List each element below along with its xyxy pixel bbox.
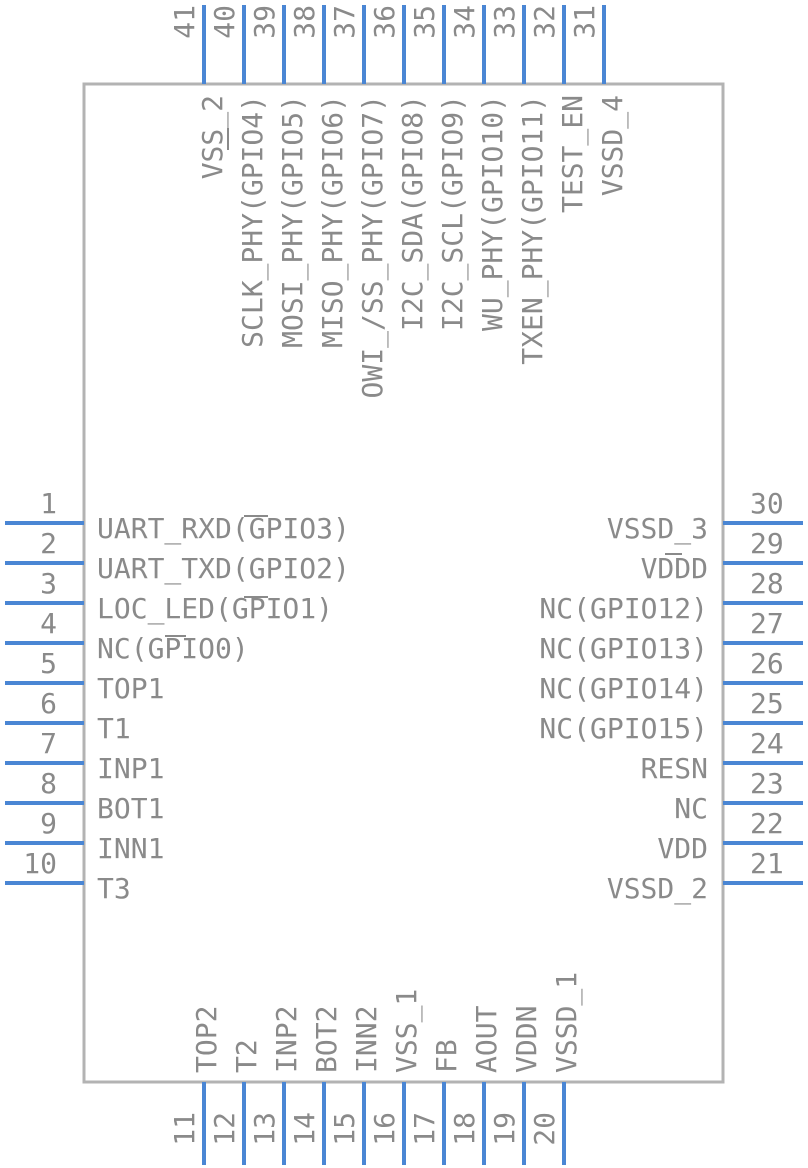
pin-label-13: INP2 [270, 1006, 303, 1073]
pin-number-14: 14 [288, 1112, 321, 1146]
pin-number-24: 24 [750, 727, 784, 760]
pin-label-37: MISO_PHY(GPIO6) [316, 95, 350, 348]
pin-label-20: VSSD_1 [550, 972, 584, 1073]
pin-label-16: VSS_1 [390, 989, 424, 1073]
pin-label-1: UART_RXD(GPIO3) [97, 512, 350, 546]
pin-number-21: 21 [750, 847, 784, 880]
pin-number-32: 32 [528, 5, 561, 39]
pin-number-22: 22 [750, 807, 784, 840]
pin-number-5: 5 [40, 647, 57, 680]
pin-label-26: NC(GPIO14) [539, 672, 708, 705]
pin-number-34: 34 [448, 5, 481, 39]
pin-label-18: AOUT [470, 1005, 503, 1073]
pin-number-8: 8 [40, 767, 57, 800]
pin-label-8: BOT1 [97, 792, 164, 825]
pin-number-36: 36 [368, 5, 401, 39]
pin-number-29: 29 [750, 527, 784, 560]
pin-number-41: 41 [168, 5, 201, 39]
pin-number-26: 26 [750, 647, 784, 680]
pin-label-39: SCLK_PHY(GPIO4) [236, 95, 270, 348]
pin-number-18: 18 [448, 1112, 481, 1146]
pin-label-15: INN2 [350, 1006, 383, 1073]
pin-number-16: 16 [368, 1112, 401, 1146]
pin-label-4: NC(GPIO0) [97, 632, 249, 665]
pin-label-14: BOT2 [310, 1006, 343, 1073]
pin-label-36: OWI_/SS_PHY(GPIO7) [356, 95, 390, 398]
pin-number-4: 4 [40, 607, 57, 640]
pin-number-40: 40 [208, 5, 241, 39]
pin-label-6: T1 [97, 712, 131, 745]
pin-number-23: 23 [750, 767, 784, 800]
pin-label-23: NC [674, 792, 708, 825]
pin-number-7: 7 [40, 727, 57, 760]
pin-label-35: I2C_SDA(GPIO8) [396, 95, 430, 331]
pin-label-21: VSSD_2 [607, 872, 708, 906]
pin-label-38: MOSI_PHY(GPIO5) [276, 95, 310, 348]
pin-number-2: 2 [40, 527, 57, 560]
pin-number-31: 31 [568, 5, 601, 39]
pin-label-11: TOP2 [190, 1006, 223, 1073]
pin-label-12: T2 [230, 1039, 263, 1073]
pin-label-34: I2C_SCL(GPIO9) [436, 95, 470, 331]
pin-number-12: 12 [208, 1112, 241, 1146]
pin-number-33: 33 [488, 5, 521, 39]
pin-label-vssd-4: VSSD_4 [596, 95, 630, 196]
pin-number-9: 9 [40, 807, 57, 840]
pin-label-24: RESN [641, 752, 708, 785]
pin-lines [5, 5, 803, 1165]
pin-label-19: VDDN [510, 1006, 543, 1073]
pin-number-20: 20 [528, 1112, 561, 1146]
pin-label-7: INP1 [97, 752, 164, 785]
pin-label-3: LOC_LED(GPIO1) [97, 592, 333, 626]
pin-number-30: 30 [750, 487, 784, 520]
pin-number-15: 15 [328, 1112, 361, 1146]
pin-number-17: 17 [408, 1112, 441, 1146]
pin-number-19: 19 [488, 1112, 521, 1146]
pin-label-17: FB [430, 1039, 463, 1073]
pin-label-27: NC(GPIO13) [539, 632, 708, 665]
pin-label-28: NC(GPIO12) [539, 592, 708, 625]
pin-label-10: T3 [97, 872, 131, 905]
pin-number-3: 3 [40, 567, 57, 600]
pin-label-9: INN1 [97, 832, 164, 865]
pin-label-31: TEST_EN [556, 95, 590, 213]
pin-label-25: NC(GPIO15) [539, 712, 708, 745]
pin-number-37: 37 [328, 5, 361, 39]
pin-label-2: UART_TXD(GPIO2) [97, 552, 350, 586]
pin-number-1: 1 [40, 487, 57, 520]
pin-number-38: 38 [288, 5, 321, 39]
pin-label-29: VDDD [641, 552, 708, 585]
pin-label-40: VSS_2 [196, 95, 230, 179]
pin-number-28: 28 [750, 567, 784, 600]
pin-number-25: 25 [750, 687, 784, 720]
pin-number-39: 39 [248, 5, 281, 39]
pin-label-32: TXEN_PHY(GPIO11) [516, 95, 550, 365]
pin-label-30: VSSD_3 [607, 512, 708, 546]
pin-number-27: 27 [750, 607, 784, 640]
pin-label-22: VDD [657, 832, 708, 865]
pin-number-13: 13 [248, 1112, 281, 1146]
pin-number-35: 35 [408, 5, 441, 39]
pin-label-33: WU_PHY(GPIO10) [476, 95, 510, 331]
pin-label-5: TOP1 [97, 672, 164, 705]
pin-number-10: 10 [23, 847, 57, 880]
pin-number-11: 11 [168, 1112, 201, 1146]
pin-number-6: 6 [40, 687, 57, 720]
